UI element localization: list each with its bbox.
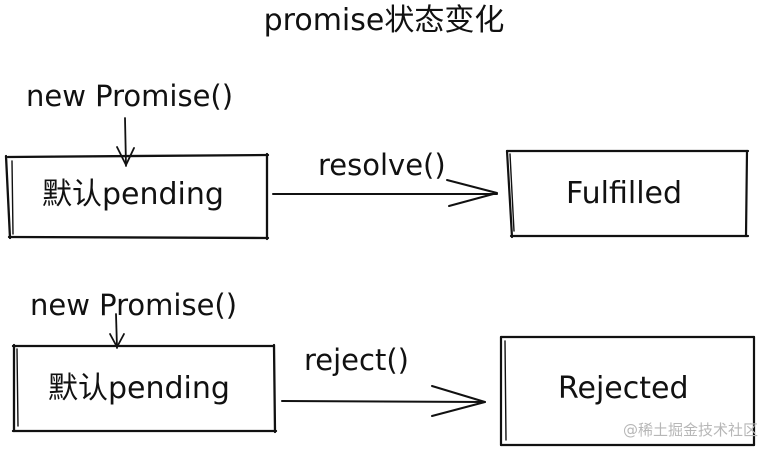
- pending-state-label-reject-flow: 默认pending: [48, 371, 230, 406]
- watermark-text: @稀土掘金技术社区: [622, 421, 758, 439]
- fulfilled-state-box: [505, 149, 750, 239]
- transition-label-resolve: resolve(): [318, 148, 446, 182]
- trigger-label-resolve-flow: new Promise(): [26, 79, 234, 113]
- pending-state-label-resolve-flow: 默认pending: [42, 177, 224, 212]
- fulfilled-state-label: Fulfilled: [566, 176, 683, 211]
- diagram-title: promise状态变化: [263, 3, 505, 38]
- transition-label-reject: reject(): [304, 343, 409, 377]
- trigger-label-reject-flow: new Promise(): [30, 288, 238, 322]
- flow-resolve: [4, 117, 750, 241]
- trigger-arrow-resolve: [116, 117, 135, 167]
- resolve-arrow: [272, 179, 498, 207]
- rejected-state-box: [499, 335, 756, 447]
- pending-state-box-reject: [11, 343, 278, 434]
- reject-arrow: [281, 385, 486, 417]
- rejected-state-label: Rejected: [558, 371, 689, 406]
- flow-reject: [11, 313, 756, 447]
- pending-state-box-resolve: [4, 152, 270, 241]
